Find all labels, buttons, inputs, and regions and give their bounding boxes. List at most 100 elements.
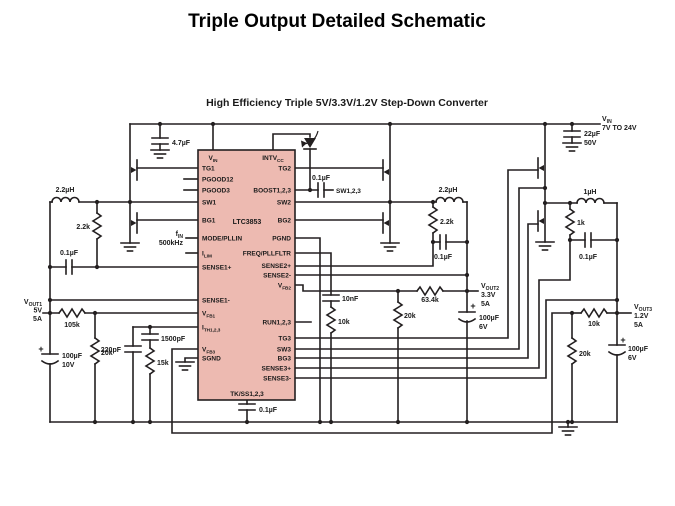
resistor-20k-ch2: [392, 300, 404, 330]
cap-out1-voltage: 10V: [62, 362, 75, 369]
ic-pin-label: SW2: [277, 200, 291, 207]
resistor-10k-ch3-label: 10k: [588, 321, 600, 328]
cap-100u-out3: [607, 344, 627, 356]
vout1-label: VOUT1: [24, 299, 42, 308]
ground-intvcc-cap: [150, 149, 170, 159]
components: [40, 123, 627, 411]
resistor-1k-ch3: [564, 207, 576, 237]
ic-pin-label: VFB1: [202, 311, 216, 319]
ic-pin-label: PGOOD3: [202, 188, 230, 195]
cap-softstart: [238, 403, 256, 411]
ic-body: [197, 149, 296, 401]
vout2-label: VOUT2: [481, 283, 499, 292]
ic-pin-label: SENSE2-: [263, 273, 291, 280]
resistor-2k2-ch2: [427, 205, 439, 235]
resistor-1k-label: 1k: [577, 220, 585, 227]
mosfets: [129, 123, 546, 244]
mosfet-ch2-bottom: [382, 201, 391, 244]
cap-22u-voltage: 50V: [584, 140, 597, 147]
cap-out3-voltage: 6V: [628, 355, 637, 362]
boost-diode-curl: [301, 130, 319, 148]
cap-220p-label: 220pF: [101, 347, 122, 354]
cap-sense-ch1: [65, 259, 73, 275]
cap-out1-label: 100µF: [62, 353, 83, 360]
mosfet-ch2-top: [382, 123, 391, 203]
mosfet-ch3-top: [537, 123, 546, 204]
ic-pin-label-vin: VIN: [209, 155, 219, 163]
resistor-2k2-ch1-label: 2.2k: [76, 224, 90, 231]
ic-pin-label: BG1: [202, 218, 216, 225]
ic-pin-label: TG1: [202, 166, 215, 173]
ic-pin-label: VFB2: [278, 283, 292, 291]
vout3-volts: 1.2V: [634, 313, 649, 320]
ground-ch2: [380, 242, 400, 252]
resistor-20k-ch3-label: 20k: [579, 351, 591, 358]
ic-pin-label: SGND: [202, 356, 221, 363]
fin-label: fIN: [176, 231, 184, 240]
cap-4u7-intvcc: [151, 123, 169, 151]
resistor-105k: [57, 307, 87, 319]
inductor-ch1-label: 2.2µH: [56, 187, 75, 194]
ic-pin-label-tkss: TK/SS1,2,3: [230, 391, 264, 398]
resistor-20k-ch2-label: 20k: [404, 313, 416, 320]
vout2-amps: 5A: [481, 301, 490, 308]
resistor-10k-pll: [325, 305, 337, 335]
cap-1500p-label: 1500pF: [161, 336, 186, 343]
mosfet-ch3-bottom: [537, 202, 546, 243]
cap-out3-label: 100µF: [628, 346, 649, 353]
cap-out2-plus: +: [470, 301, 475, 311]
cap-sense-ch2: [439, 234, 447, 250]
cap-22u-vin: [563, 123, 581, 144]
cap-10n-label: 10nF: [342, 296, 359, 303]
page-title: Triple Output Detailed Schematic: [188, 11, 486, 32]
value-labels: 4.7µF 2.2µH 2.2k 0.1µF 105k 20k 220pF 15…: [38, 131, 648, 414]
ic-pin-label: BG2: [278, 218, 292, 225]
cap-sense-ch3: [584, 232, 592, 248]
inductor-ch2: [435, 196, 464, 203]
ground-rail: [558, 426, 578, 436]
resistor-20k-ch3: [566, 336, 578, 366]
cap-out2-voltage: 6V: [479, 324, 488, 331]
ic-pin-label: SENSE3+: [262, 366, 292, 373]
cap-1500p: [141, 333, 159, 341]
cap-100u-out2: [457, 311, 477, 323]
resistor-2k2-ch2-label: 2.2k: [440, 219, 454, 226]
cap-22u-label: 22µF: [584, 131, 601, 138]
inductor-ch2-label: 2.2µH: [439, 187, 458, 194]
resistor-20k-ch1-label: 20k: [101, 350, 113, 357]
resistor-10k-pll-label: 10k: [338, 319, 350, 326]
resistor-10k-ch3: [579, 307, 609, 319]
cap-boost-label: 0.1µF: [312, 175, 331, 182]
cap-out1-plus: +: [38, 344, 43, 354]
ic-pin-label: ILIM: [202, 251, 212, 259]
ic-pin-label: SW3: [277, 347, 291, 354]
ic-pin-label: BG3: [278, 356, 292, 363]
vout1-amps: 5A: [33, 316, 42, 323]
ic-ltc3853: VIN INTVCC LTC3853 TK/SS1,2,3 TG1 PGOOD1…: [197, 149, 296, 401]
ic-pin-label: TG2: [278, 166, 291, 173]
ic-pin-label-intvcc: INTVCC: [262, 155, 284, 163]
ic-pin-label: RUN1,2,3: [262, 320, 291, 327]
wire-net: [42, 123, 632, 434]
ic-pin-label: FREQ/PLLFLTR: [243, 251, 292, 258]
ic-pin-label: SENSE1-: [202, 298, 230, 305]
vout2-volts: 3.3V: [481, 292, 496, 299]
resistor-15k: [144, 346, 156, 376]
resistor-105k-label: 105k: [64, 322, 80, 329]
cap-10n-pll: [322, 294, 340, 302]
terminal-labels: VIN 7V TO 24V VOUT1 5V 5A VOUT2 3.3V 5A …: [24, 116, 652, 329]
inductor-ch3: [576, 197, 605, 204]
cap-sense-ch2-label: 0.1µF: [434, 254, 453, 261]
ic-pin-label: SENSE3-: [263, 376, 291, 383]
vout3-amps: 5A: [634, 322, 643, 329]
ic-pin-label: VFB3: [202, 347, 216, 355]
cap-boost: [317, 182, 325, 198]
resistor-63k4: [415, 285, 445, 297]
junction-dots: [47, 121, 620, 425]
ic-pin-label: TG3: [278, 336, 291, 343]
resistor-20k-ch1: [89, 336, 101, 366]
ic-pin-label: MODE/PLLIN: [202, 236, 242, 243]
inductor-ch3-label: 1µH: [584, 189, 597, 196]
